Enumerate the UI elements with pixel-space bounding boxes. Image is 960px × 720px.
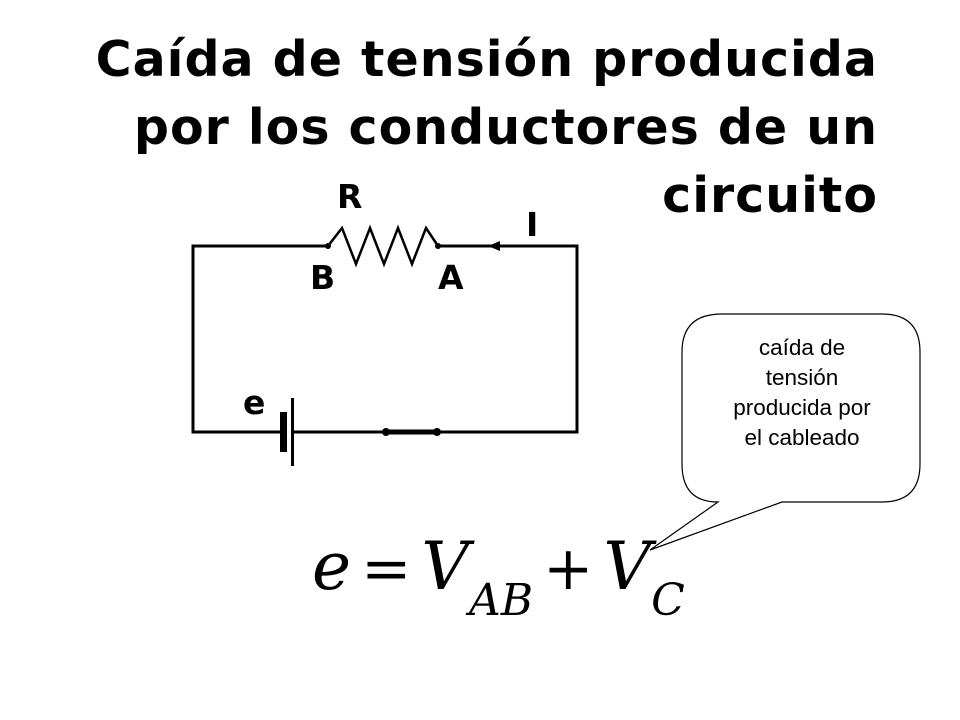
formula-v1-sub: AB xyxy=(469,575,534,626)
formula-equals: = xyxy=(361,534,412,604)
formula-plus: + xyxy=(543,534,594,604)
formula-v2: V xyxy=(603,528,652,605)
voltage-formula: e=VAB+VC xyxy=(312,528,685,626)
current-label: I xyxy=(526,205,539,244)
wire-top-left xyxy=(191,244,328,434)
node-a-label: A xyxy=(438,258,464,297)
callout-text: caída de tensión producida por el cablea… xyxy=(684,333,920,453)
node-b-label: B xyxy=(310,258,336,297)
resistor-label: R xyxy=(337,177,363,216)
terminal-b-dot xyxy=(325,243,331,249)
formula-v2-sub: C xyxy=(651,575,685,626)
callout-line-3: producida por xyxy=(733,395,871,420)
resistor-zigzag xyxy=(327,224,440,268)
title-line-2: por los conductores de un xyxy=(133,99,878,156)
callout-line-4: el cableado xyxy=(744,425,860,450)
page-title: Caída de tensión producida por los condu… xyxy=(58,26,878,230)
current-arrow-icon xyxy=(488,241,540,251)
title-line-1: Caída de tensión producida xyxy=(95,31,878,88)
formula-v1: V xyxy=(421,528,470,605)
battery-icon xyxy=(280,398,294,466)
callout-bubble xyxy=(649,313,921,551)
callout-line-2: tensión xyxy=(765,365,839,390)
formula-lhs: e xyxy=(312,528,352,605)
title-line-3: circuito xyxy=(662,167,878,224)
switch-segment xyxy=(382,428,441,436)
callout-line-1: caída de xyxy=(758,335,846,360)
terminal-a-dot xyxy=(435,243,441,249)
source-label: e xyxy=(243,383,266,422)
